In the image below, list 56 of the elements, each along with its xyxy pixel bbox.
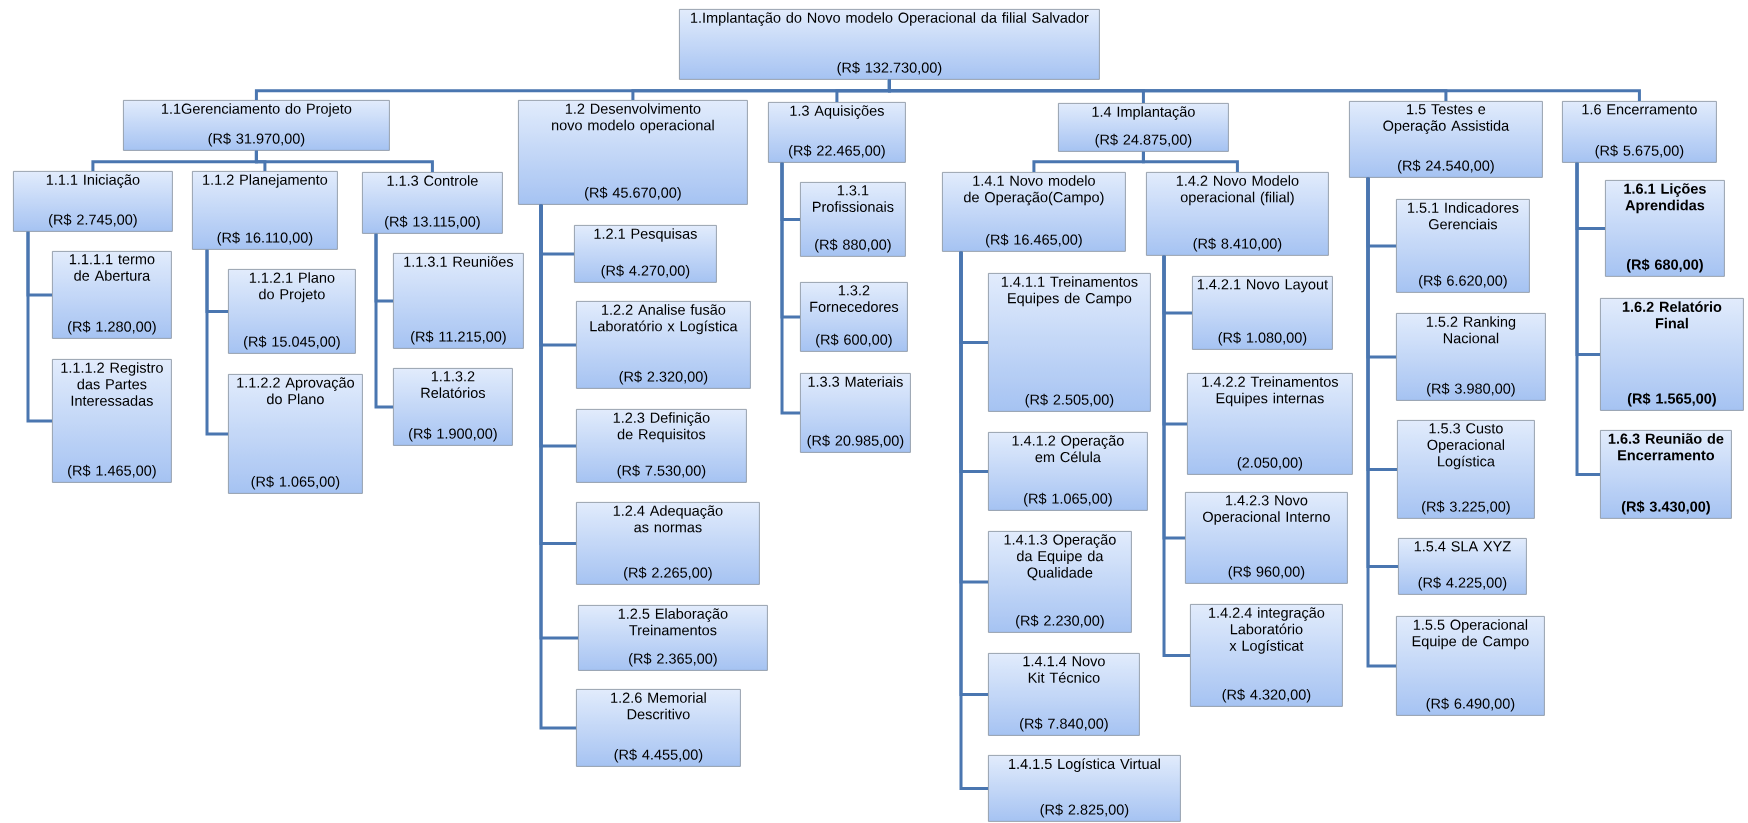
wbs-box: 1.1.1 Iniciação (R$ 2.745,00) bbox=[13, 171, 173, 232]
connector-line bbox=[539, 204, 576, 730]
wbs-box: 1.2.3 Definição de Requisitos (R$ 7.530,00) bbox=[576, 409, 747, 483]
wbs-box: 1.3.2 Fornecedores (R$ 600,00) bbox=[800, 282, 908, 352]
connector-line bbox=[780, 162, 800, 415]
wbs-box: 1.6.3 Reunião de Encerramento (R$ 3.430,00) bbox=[1600, 430, 1732, 519]
wbs-box: 1.4 Implantação (R$ 24.875,00) bbox=[1058, 103, 1229, 152]
connector-line bbox=[254, 150, 434, 172]
wbs-box: 1.5.2 Ranking Nacional (R$ 3.980,00) bbox=[1396, 313, 1546, 401]
wbs-box: 1.1.2.2 Aprovação do Plano (R$ 1.065,00) bbox=[228, 374, 363, 494]
wbs-box: 1.2.2 Analise fusão Laboratório x Logística (R$ 2.320,00) bbox=[576, 301, 751, 389]
wbs-box: 1.1.3 Controle (R$ 13.115,00) bbox=[362, 172, 503, 234]
wbs-box: 1.2.1 Pesquisas (R$ 4.270,00) bbox=[574, 225, 717, 283]
wbs-box: 1.1.2.1 Plano do Projeto (R$ 15.045,00) bbox=[228, 269, 356, 354]
connector-line bbox=[959, 251, 988, 790]
wbs-box: 1.5 Testes e Operação Assistida (R$ 24.540,00) bbox=[1349, 101, 1543, 178]
wbs-box: 1.6.2 Relatório Final (R$ 1.565,00) bbox=[1600, 298, 1744, 411]
wbs-box: 1.4.2.3 Novo Operacional Interno (R$ 960,00) bbox=[1185, 492, 1348, 584]
wbs-box: 1.5.1 Indicadores Gerenciais (R$ 6.620,00) bbox=[1396, 199, 1530, 293]
wbs-box: 1.4.1.1 Treinamentos Equipes de Campo (R$ 2.505,00) bbox=[988, 273, 1151, 412]
wbs-box: 1.1.1.2 Registro das Partes Interessadas (R$ 1.465,00) bbox=[52, 359, 172, 483]
wbs-box: 1.2.4 Adequação as normas (R$ 2.265,00) bbox=[576, 502, 760, 585]
wbs-box: 1.Implantação do Novo modelo Operacional da filial Salvador (R$ 132.730,00) bbox=[679, 9, 1100, 80]
connector-line bbox=[1366, 177, 1396, 668]
wbs-box: 1.3.3 Materiais (R$ 20.985,00) bbox=[800, 373, 911, 453]
wbs-box: 1.6.1 Lições Aprendidas (R$ 680,00) bbox=[1605, 180, 1725, 277]
connector-line bbox=[1575, 162, 1600, 476]
wbs-box: 1.5.3 Custo Operacional Logística (R$ 3.225,00) bbox=[1397, 420, 1535, 519]
wbs-box: 1.5.4 SLA XYZ (R$ 4.225,00) bbox=[1398, 538, 1527, 595]
wbs-box: 1.2 Desenvolvimento novo modelo operacional (R$ 45.670,00) bbox=[518, 100, 748, 205]
connector-line bbox=[374, 233, 393, 409]
wbs-box: 1.4.2.1 Novo Layout (R$ 1.080,00) bbox=[1192, 276, 1333, 350]
wbs-box: 1.4.1 Novo modelo de Operação(Campo) (R$ 16.465,00) bbox=[942, 172, 1126, 252]
wbs-box: 1.4.2.2 Treinamentos Equipes internas (2.050,00) bbox=[1187, 373, 1353, 475]
wbs-box: 1.3 Aquisições (R$ 22.465,00) bbox=[768, 102, 906, 163]
wbs-box: 1.4.1.5 Logística Virtual (R$ 2.825,00) bbox=[988, 755, 1181, 822]
connector-line bbox=[26, 231, 52, 423]
wbs-box: 1.3.1 Profissionais (R$ 880,00) bbox=[800, 182, 906, 257]
wbs-box: 1.4.2 Novo Modelo operacional (filial) (R$ 8.410,00) bbox=[1146, 172, 1329, 256]
wbs-box: 1.1Gerenciamento do Projeto (R$ 31.970,00) bbox=[123, 100, 390, 151]
wbs-box: 1.1.1.1 termo de Abertura (R$ 1.280,00) bbox=[52, 251, 172, 339]
wbs-box: 1.4.1.2 Operação em Célula (R$ 1.065,00) bbox=[988, 432, 1148, 511]
connector-line bbox=[205, 249, 228, 436]
wbs-box: 1.4.2.4 integração Laboratório x Logísticat (R$ 4.320,00) bbox=[1190, 604, 1343, 707]
wbs-box: 1.4.1.3 Operação da Equipe da Qualidade (R$ 2.230,00) bbox=[988, 531, 1132, 633]
wbs-box: 1.4.1.4 Novo Kit Técnico (R$ 7.840,00) bbox=[988, 653, 1140, 736]
connector-line bbox=[887, 79, 1641, 101]
wbs-box: 1.5.5 Operacional Equipe de Campo (R$ 6.490,00) bbox=[1396, 616, 1545, 716]
wbs-box: 1.1.2 Planejamento (R$ 16.110,00) bbox=[192, 171, 338, 250]
connector-line bbox=[1162, 255, 1190, 657]
wbs-box: 1.1.3.1 Reuniões (R$ 11.215,00) bbox=[393, 253, 524, 349]
wbs-box: 1.2.5 Elaboração Treinamentos (R$ 2.365,00) bbox=[578, 605, 768, 671]
connector-line bbox=[1141, 151, 1239, 172]
wbs-box: 1.1.3.2 Relatórios (R$ 1.900,00) bbox=[393, 368, 513, 446]
wbs-box: 1.2.6 Memorial Descritivo (R$ 4.455,00) bbox=[576, 689, 741, 767]
wbs-box: 1.6 Encerramento (R$ 5.675,00) bbox=[1562, 101, 1717, 163]
